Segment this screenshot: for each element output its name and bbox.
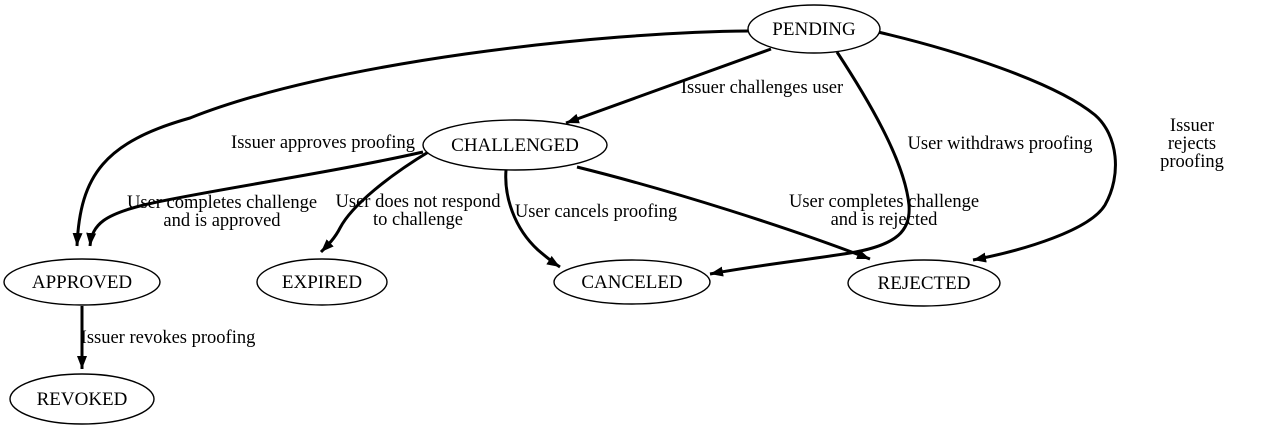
state-rejected-label: REJECTED xyxy=(878,273,971,294)
edge-label-pending-challenged: Issuer challenges user xyxy=(680,78,844,98)
edge-challenged-to-rejected xyxy=(576,165,871,261)
state-approved: APPROVED xyxy=(3,258,161,306)
state-revoked-ellipse xyxy=(9,373,155,425)
edge-label-challenged-canceled: User cancels proofing xyxy=(514,202,678,222)
state-pending-ellipse xyxy=(747,4,881,54)
edge-pending-to-rejected xyxy=(877,30,1117,263)
edges-group xyxy=(72,29,1117,369)
state-expired-ellipse xyxy=(256,258,388,306)
edge-pending-to-canceled xyxy=(709,51,911,277)
edge-label-pending-canceled: User withdraws proofing xyxy=(907,134,1093,154)
edge-label-approved-revoked: Issuer revokes proofing xyxy=(80,328,256,348)
state-challenged: CHALLENGED xyxy=(422,119,608,171)
edge-pending-to-challenged xyxy=(565,47,772,125)
state-challenged-label: CHALLENGED xyxy=(451,135,579,156)
state-pending: PENDING xyxy=(747,4,881,54)
edge-label-pending-approved: Issuer approves proofing xyxy=(231,133,415,153)
state-canceled: CANCELED xyxy=(553,259,711,305)
state-approved-ellipse xyxy=(3,258,161,306)
edge-label-pending-rejected: Issuer rejects proofing xyxy=(1160,116,1224,172)
state-pending-label: PENDING xyxy=(772,19,856,40)
state-rejected: REJECTED xyxy=(847,259,1001,307)
edge-challenged-to-approved xyxy=(86,150,424,247)
state-canceled-ellipse xyxy=(553,259,711,305)
edge-challenged-to-canceled xyxy=(504,169,561,269)
state-rejected-ellipse xyxy=(847,259,1001,307)
edge-label-challenged-rejected: User completes challenge and is rejected xyxy=(788,192,980,230)
state-approved-label: APPROVED xyxy=(32,272,132,293)
nodes-group: PENDING CHALLENGED APPROVED EXPIRED CANC… xyxy=(3,4,1001,425)
state-revoked: REVOKED xyxy=(9,373,155,425)
edge-label-challenged-expired: User does not respond to challenge xyxy=(335,192,501,230)
edge-label-challenged-approved: User completes challenge and is approved xyxy=(126,193,318,231)
state-canceled-label: CANCELED xyxy=(581,272,682,293)
state-challenged-ellipse xyxy=(422,119,608,171)
edge-pending-to-approved xyxy=(72,29,750,247)
state-expired: EXPIRED xyxy=(256,258,388,306)
state-expired-label: EXPIRED xyxy=(282,272,362,293)
edge-challenged-to-expired xyxy=(319,149,431,254)
state-revoked-label: REVOKED xyxy=(37,389,128,410)
